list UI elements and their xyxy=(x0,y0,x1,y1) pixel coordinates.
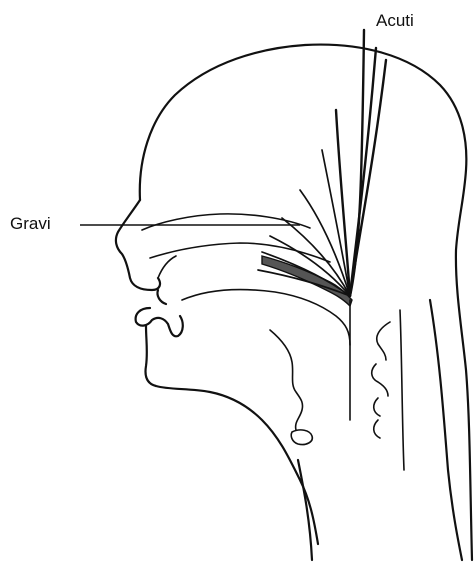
vertebra-3 xyxy=(374,398,380,416)
face-outline-upper xyxy=(116,200,160,290)
spine-back-line xyxy=(400,310,404,470)
neck-front xyxy=(298,460,312,560)
neck-back xyxy=(430,300,462,560)
skull-outline xyxy=(140,45,472,560)
vertebra-1 xyxy=(377,322,390,360)
lower-lip-chin xyxy=(136,308,318,544)
upper-lip xyxy=(157,290,166,304)
resonance-fan xyxy=(258,30,386,296)
epiglottis xyxy=(291,430,312,445)
hard-palate-upper xyxy=(142,214,310,230)
nostril-outline xyxy=(158,256,176,278)
label-acuti: Acuti xyxy=(376,12,414,29)
tongue-outline xyxy=(182,290,350,345)
vertebra-2 xyxy=(372,364,388,396)
hard-palate-lower xyxy=(150,243,330,262)
label-gravi: Gravi xyxy=(10,215,51,232)
vertebra-4 xyxy=(374,420,380,438)
pharynx-front xyxy=(270,330,303,430)
